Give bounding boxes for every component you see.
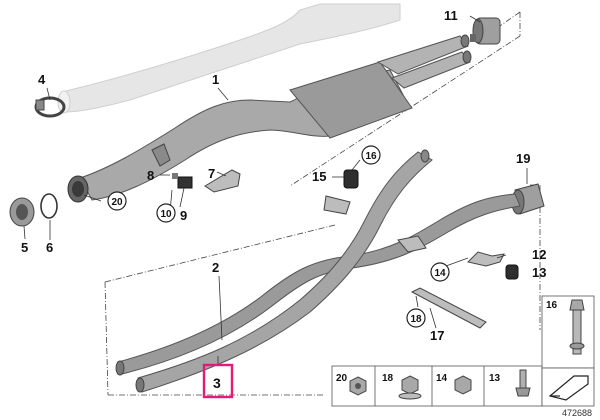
callout-15: 15 [312,169,326,184]
callout-10: 10 [156,203,176,223]
callout-5: 5 [21,240,28,255]
flange-part-5 [9,197,35,227]
stud-bolt-icon [519,369,527,389]
svg-text:14: 14 [434,268,446,279]
flange-nut-icon [401,375,419,395]
callout-7: 7 [208,166,215,181]
clamp-part-11 [470,17,501,45]
highlight-box-part-3 [202,363,234,399]
legend-label-13: 13 [489,373,501,384]
callout-13: 13 [532,265,546,280]
callout-numbers: 1 2 3 4 5 6 7 8 9 11 12 13 15 17 19 [21,8,546,391]
callout-14: 14 [430,262,450,282]
diagram-id: 472688 [562,408,592,418]
direction-arrow-panel [541,367,595,407]
callout-3: 3 [213,375,221,391]
svg-text:10: 10 [160,209,172,220]
legend-label-18: 18 [382,373,394,384]
callout-18: 18 [406,308,426,328]
callout-2: 2 [212,260,219,275]
legend-label-20: 20 [336,373,348,384]
circled-callouts: 10 14 16 18 20 [107,145,450,328]
svg-text:20: 20 [111,197,123,208]
legend-item-20: 20 [336,373,367,396]
framing-lines [104,11,541,396]
callout-16: 16 [361,145,381,165]
collar-nut-icon [454,375,472,395]
rubber-mount-part-15 [343,169,359,189]
bracket-part-17 [410,287,487,329]
rubber-mount-part-9 [172,173,193,189]
callout-6: 6 [46,240,53,255]
callout-20: 20 [107,191,127,211]
callout-19: 19 [516,151,530,166]
hex-bolt-icon [569,299,585,311]
callout-17: 17 [430,328,444,343]
legend-label-14: 14 [436,373,448,384]
legend-label-16: 16 [546,300,558,311]
callout-9: 9 [180,208,187,223]
legend-item-13: 13 [489,369,531,397]
center-pipes-part-2 [115,149,521,393]
svg-text:18: 18 [410,314,422,325]
bracket-part-7 [204,169,241,193]
callout-8: 8 [147,168,154,183]
front-pipe-with-catalyst [67,34,472,203]
hanger-part-12 [467,251,505,267]
forward-arrow-icon [548,375,589,401]
bolt-panel-16: 16 [541,295,595,369]
callout-4: 4 [38,72,46,87]
svg-text:16: 16 [365,151,377,162]
seal-ring-part-6 [40,193,58,219]
callout-11: 11 [444,8,458,23]
legend-item-18: 18 [382,373,422,400]
callout-12: 12 [532,247,546,262]
callout-1: 1 [212,72,219,87]
fastener-legend: 20 18 14 13 [331,365,543,407]
legend-item-14: 14 [436,373,472,395]
pipe-bracket [151,143,171,167]
rear-silencer-ghost [57,3,401,114]
clamp-part-4 [34,96,66,118]
